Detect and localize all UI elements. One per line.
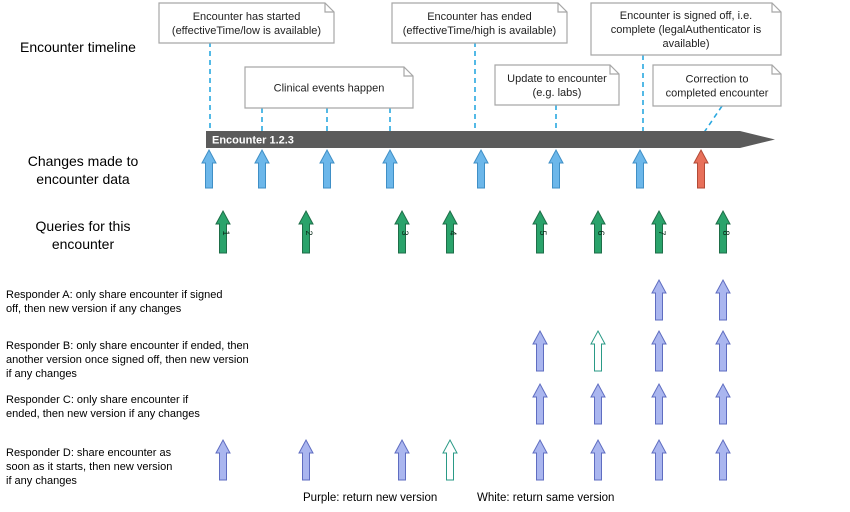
query-arrow [215, 209, 231, 254]
change-arrow-4 [382, 148, 398, 189]
new-version-arrow-q6 [590, 438, 606, 481]
timeline-bar [206, 131, 775, 148]
note-text: Clinical events happen [274, 83, 385, 95]
change-arrow-1 [201, 148, 217, 189]
note-text: Encounter has ended(effectiveTime/high i… [403, 11, 556, 37]
query-8: 8 [715, 209, 731, 254]
new-version-arrow-q7 [651, 382, 667, 425]
query-6: 6 [590, 209, 606, 254]
query-arrow [298, 209, 314, 254]
query-arrows: 1 2 3 4 5 6 7 8 [215, 209, 731, 254]
note-box [244, 66, 414, 109]
responder-a-label: Responder A: only share encounter if sig… [6, 289, 223, 315]
query-3: 3 [394, 209, 410, 254]
query-arrow [442, 209, 458, 254]
query-arrow [532, 209, 548, 254]
note-box [590, 2, 782, 56]
new-version-arrow-q7 [651, 278, 667, 321]
new-version-arrow-q7 [651, 329, 667, 372]
query-number: 6 [596, 230, 606, 235]
note-fold [609, 65, 619, 75]
queries-label: Queries for this encounter [35, 218, 131, 252]
note-text: Encounter is signed off, i.e.complete (l… [611, 10, 762, 50]
query-arrow [394, 209, 410, 254]
new-version-arrow-q6 [590, 382, 606, 425]
note-text: Update to encounter(e.g. labs) [507, 73, 607, 99]
note-events: Clinical events happen [244, 66, 414, 109]
query-number: 2 [304, 230, 314, 235]
legend-purple: Purple: return new version [303, 492, 438, 504]
legend-white: White: return same version [477, 492, 615, 504]
note-text: Encounter has started(effectiveTime/low … [172, 11, 321, 37]
note-fold [557, 3, 567, 13]
change-arrow-6 [548, 148, 564, 189]
note-ended: Encounter has ended(effectiveTime/high i… [391, 2, 568, 44]
responder-b-label: Responder B: only share encounter if end… [6, 340, 249, 380]
change-arrow-3 [319, 148, 335, 189]
responder-b-responses [532, 329, 731, 372]
note-fold [324, 3, 334, 13]
new-version-arrow-q7 [651, 438, 667, 481]
change-arrow-2 [254, 148, 270, 189]
same-version-arrow-q6 [590, 329, 606, 372]
query-number: 4 [448, 230, 458, 235]
note-connectors [209, 42, 723, 135]
query-number: 3 [400, 230, 410, 235]
responder-a-responses [651, 278, 731, 321]
new-version-arrow-q5 [532, 329, 548, 372]
note-started: Encounter has started(effectiveTime/low … [158, 2, 335, 44]
query-4: 4 [442, 209, 458, 254]
response-arrows [215, 278, 731, 481]
new-version-arrow-q8 [715, 382, 731, 425]
query-number: 1 [221, 230, 231, 235]
note-box [391, 2, 568, 44]
query-2: 2 [298, 209, 314, 254]
responder-d-label: Responder D: share encounter as soon as … [6, 447, 173, 487]
note-boxes: Encounter has started(effectiveTime/low … [158, 2, 782, 109]
query-7: 7 [651, 209, 667, 254]
query-number: 5 [538, 230, 548, 235]
responder-d-responses [215, 438, 731, 481]
same-version-arrow-q4 [442, 438, 458, 481]
query-1: 1 [215, 209, 231, 254]
changes-label: Changes made to encounter data [27, 153, 139, 187]
responder-c-label: Responder C: only share encounter if end… [6, 394, 200, 420]
query-5: 5 [532, 209, 548, 254]
note-fold [771, 3, 781, 13]
note-box [652, 64, 782, 107]
note-signed: Encounter is signed off, i.e.complete (l… [590, 2, 782, 56]
change-arrow-7 [632, 148, 648, 189]
timeline-bar-label: Encounter 1.2.3 [212, 135, 294, 147]
new-version-arrow-q5 [532, 382, 548, 425]
new-version-arrow-q8 [715, 329, 731, 372]
new-version-arrow-q1 [215, 438, 231, 481]
timeline-label: Encounter timeline [20, 39, 136, 55]
new-version-arrow-q2 [298, 438, 314, 481]
note-box [494, 64, 620, 106]
query-number: 7 [657, 230, 667, 235]
query-arrow [715, 209, 731, 254]
new-version-arrow-q5 [532, 438, 548, 481]
note-fold [403, 67, 413, 77]
correction-arrow [693, 148, 709, 189]
change-arrow-5 [473, 148, 489, 189]
query-number: 8 [721, 230, 731, 235]
new-version-arrow-q8 [715, 278, 731, 321]
responder-c-responses [532, 382, 731, 425]
connector-correction [702, 105, 723, 135]
note-box [158, 2, 335, 44]
query-arrow [651, 209, 667, 254]
new-version-arrow-q3 [394, 438, 410, 481]
note-fold [771, 65, 781, 75]
change-arrows [201, 148, 709, 189]
query-arrow [590, 209, 606, 254]
new-version-arrow-q8 [715, 438, 731, 481]
note-update: Update to encounter(e.g. labs) [494, 64, 620, 106]
